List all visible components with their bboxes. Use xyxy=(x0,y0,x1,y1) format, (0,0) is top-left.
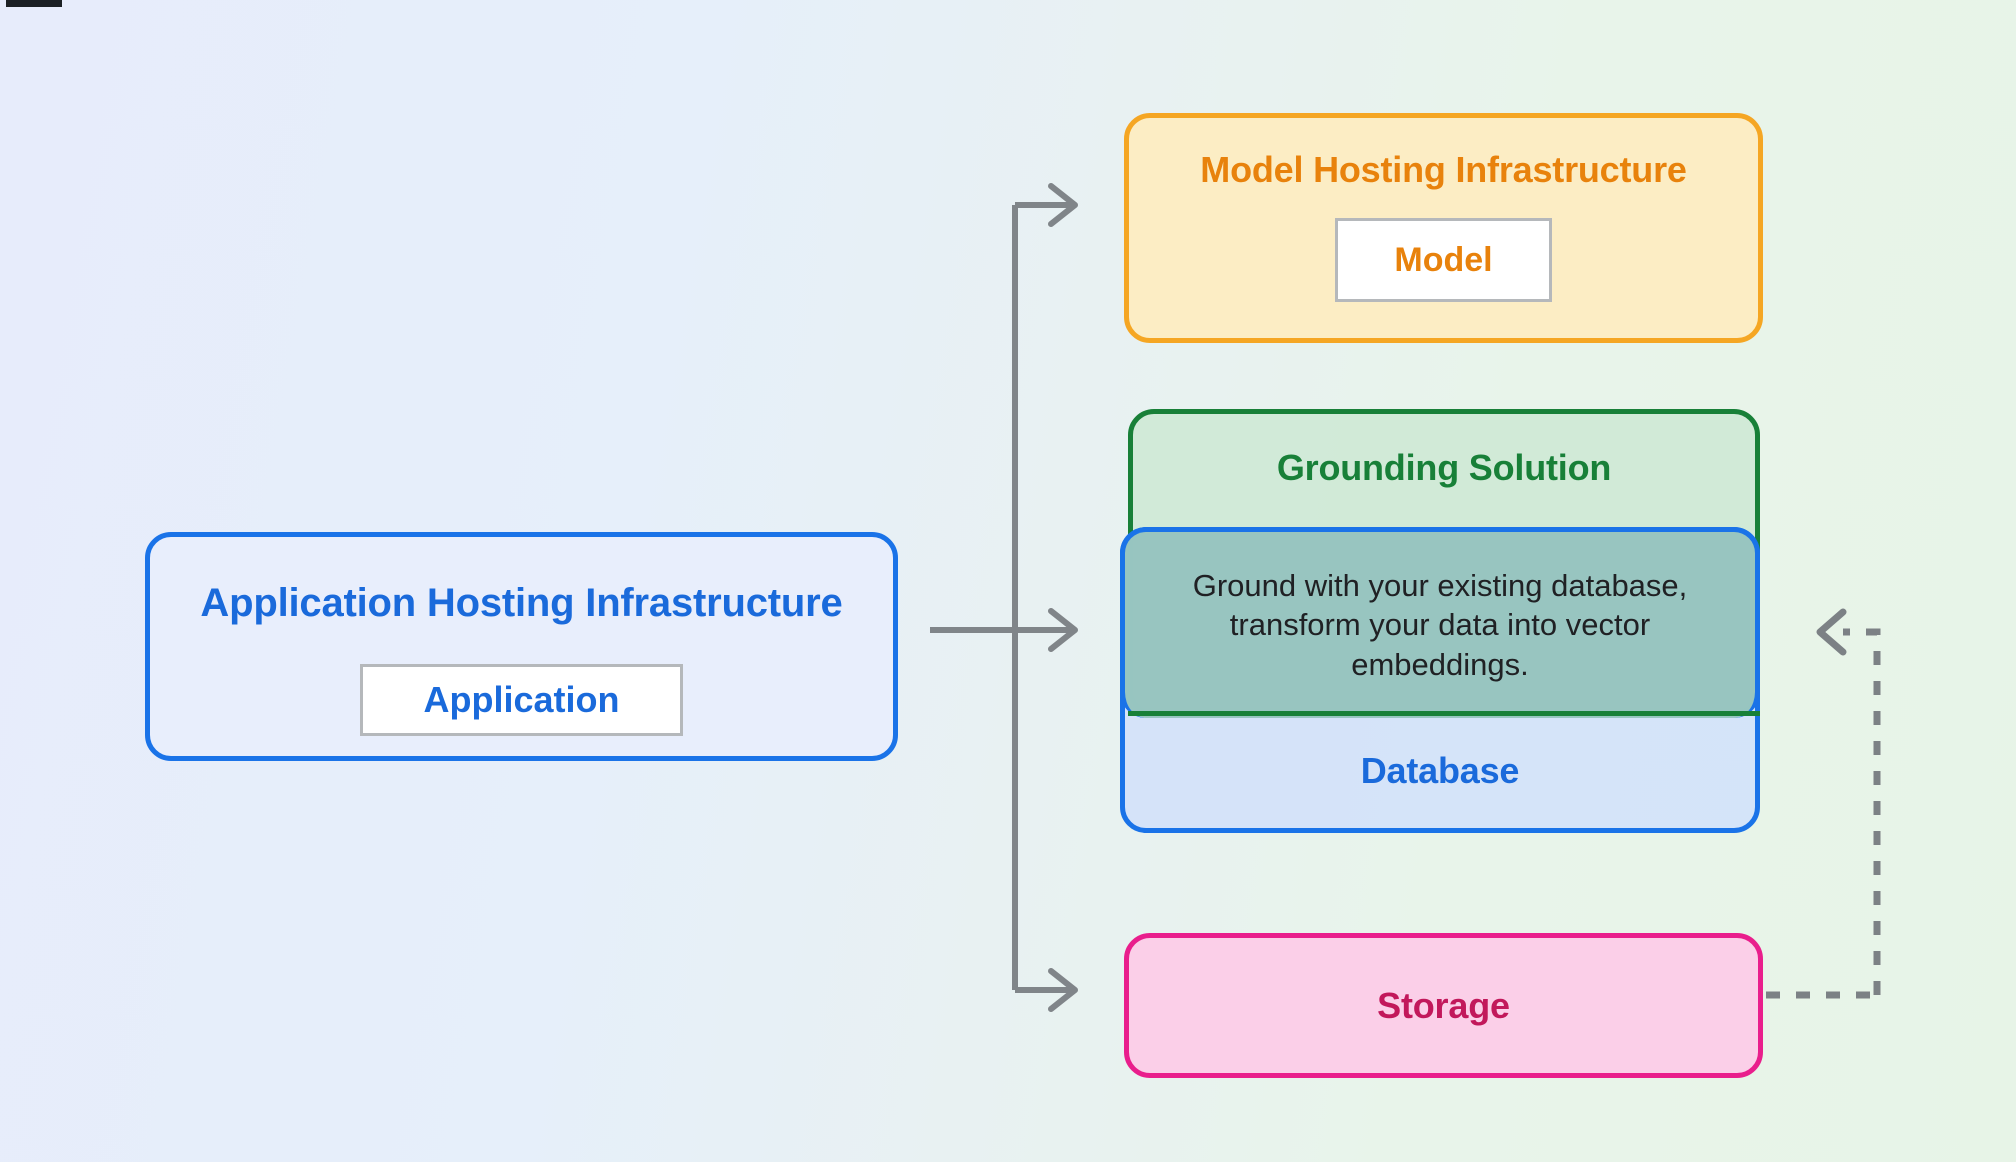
top-edge-artifact xyxy=(6,0,62,7)
grounding-description-panel[interactable]: Ground with your existing database, tran… xyxy=(1120,527,1760,718)
application-label: Application xyxy=(423,679,620,720)
arrowhead-to-model-hosting xyxy=(1048,183,1078,227)
arrowhead-storage-to-database xyxy=(1816,608,1847,656)
grounding-solution-title: Grounding Solution xyxy=(1276,447,1612,488)
node-model[interactable]: Model xyxy=(1335,218,1552,302)
node-application-hosting-infrastructure[interactable]: Application Hosting Infrastructure Appli… xyxy=(145,532,898,761)
node-model-hosting-infrastructure[interactable]: Model Hosting Infrastructure Model xyxy=(1124,113,1763,343)
grounding-solution-bottom-edge xyxy=(1128,711,1760,716)
storage-title: Storage xyxy=(1377,984,1510,1026)
arrowhead-to-storage xyxy=(1048,968,1078,1012)
model-hosting-title: Model Hosting Infrastructure xyxy=(1200,149,1687,190)
node-application[interactable]: Application xyxy=(360,664,683,736)
connector-storage-to-database-dashed xyxy=(1843,628,1881,995)
arrowhead-to-grounding xyxy=(1048,608,1078,652)
database-title: Database xyxy=(1360,750,1520,791)
model-label: Model xyxy=(1394,240,1493,279)
node-storage[interactable]: Storage xyxy=(1124,933,1763,1078)
grounding-description-text: Ground with your existing database, tran… xyxy=(1192,568,1688,682)
application-hosting-title: Application Hosting Infrastructure xyxy=(200,581,843,625)
